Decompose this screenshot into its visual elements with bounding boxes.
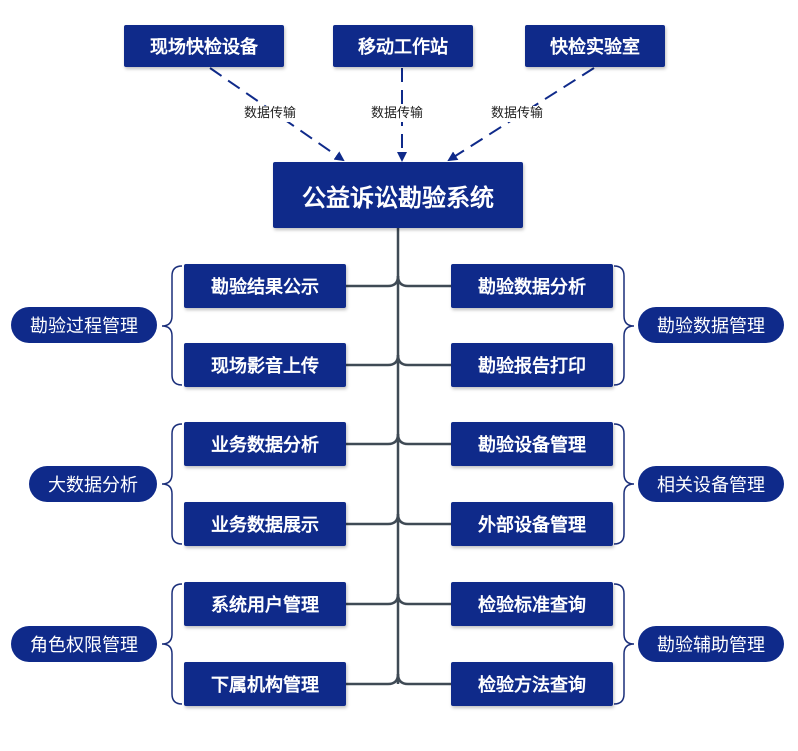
branch-right-1 [396,275,451,288]
group-inspection-data: 勘验数据管理 [638,307,784,343]
module-inspection-method-query: 检验方法查询 [451,662,613,706]
module-sub-org-management: 下属机构管理 [184,662,346,706]
brace-right-1 [613,265,635,386]
branch-right-2 [396,354,451,367]
branch-left-5 [346,593,400,606]
module-business-data-display: 业务数据展示 [184,502,346,546]
main-system-box: 公益诉讼勘验系统 [273,162,523,228]
brace-right-2 [613,423,635,545]
module-inspection-device-management: 勘验设备管理 [451,422,613,466]
module-inspection-result-publish: 勘验结果公示 [184,264,346,308]
module-external-device-management: 外部设备管理 [451,502,613,546]
module-inspection-report-print: 勘验报告打印 [451,343,613,387]
transfer-label-center: 数据传输 [369,106,426,122]
module-onsite-media-upload: 现场影音上传 [184,343,346,387]
group-related-device: 相关设备管理 [638,466,784,502]
group-inspection-auxiliary: 勘验辅助管理 [638,626,784,662]
branch-right-6 [396,673,451,686]
source-onsite-device: 现场快检设备 [124,25,284,67]
group-inspection-process: 勘验过程管理 [11,307,157,343]
brace-left-3 [161,583,183,705]
module-business-data-analysis: 业务数据分析 [184,422,346,466]
brace-left-1 [161,265,183,386]
branch-left-4 [346,513,400,526]
branch-right-3 [396,433,451,446]
transfer-label-left: 数据传输 [242,106,299,122]
module-inspection-standard-query: 检验标准查询 [451,582,613,626]
branch-left-6 [346,673,400,686]
branch-right-5 [396,593,451,606]
module-system-user-management: 系统用户管理 [184,582,346,626]
source-lab: 快检实验室 [525,25,665,67]
transfer-arrow-right [447,67,595,162]
group-role-permission: 角色权限管理 [11,626,157,662]
module-inspection-data-analysis: 勘验数据分析 [451,264,613,308]
transfer-arrow-left [209,67,345,162]
branch-left-1 [346,275,400,288]
branch-left-3 [346,433,400,446]
branch-right-4 [396,513,451,526]
transfer-label-right: 数据传输 [489,106,546,122]
brace-right-3 [613,583,635,705]
brace-left-2 [161,423,183,545]
group-big-data-analysis: 大数据分析 [29,466,157,502]
branch-left-2 [346,354,400,367]
source-mobile-workstation: 移动工作站 [333,25,473,67]
